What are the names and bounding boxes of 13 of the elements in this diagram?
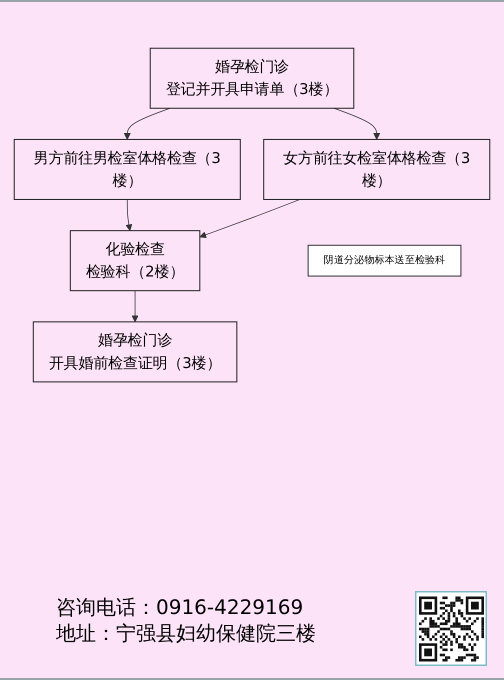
node-box: 婚孕检门诊 登记并开具申请单（3楼） (150, 48, 354, 109)
arrow (334, 108, 380, 140)
arrow (132, 290, 138, 322)
footer-text: 地址：宁强县妇幼保健院三楼 (56, 620, 316, 646)
arrow (126, 199, 132, 231)
arrow (124, 108, 170, 140)
node-box: 男方前往男检室体格检查（3楼） (14, 138, 241, 200)
node-box: 阴道分泌物标本送至检验科 (308, 244, 462, 277)
node-box: 婚孕检门诊 开具婚前检查证明（3楼） (32, 321, 238, 382)
node-box: 化验检查 检验科（2楼） (70, 230, 200, 292)
footer-text: 咨询电话：0916-4229169 (56, 594, 304, 620)
node-box: 女方前往女检室体格检查（3楼） (263, 138, 490, 200)
arrow (200, 199, 300, 238)
